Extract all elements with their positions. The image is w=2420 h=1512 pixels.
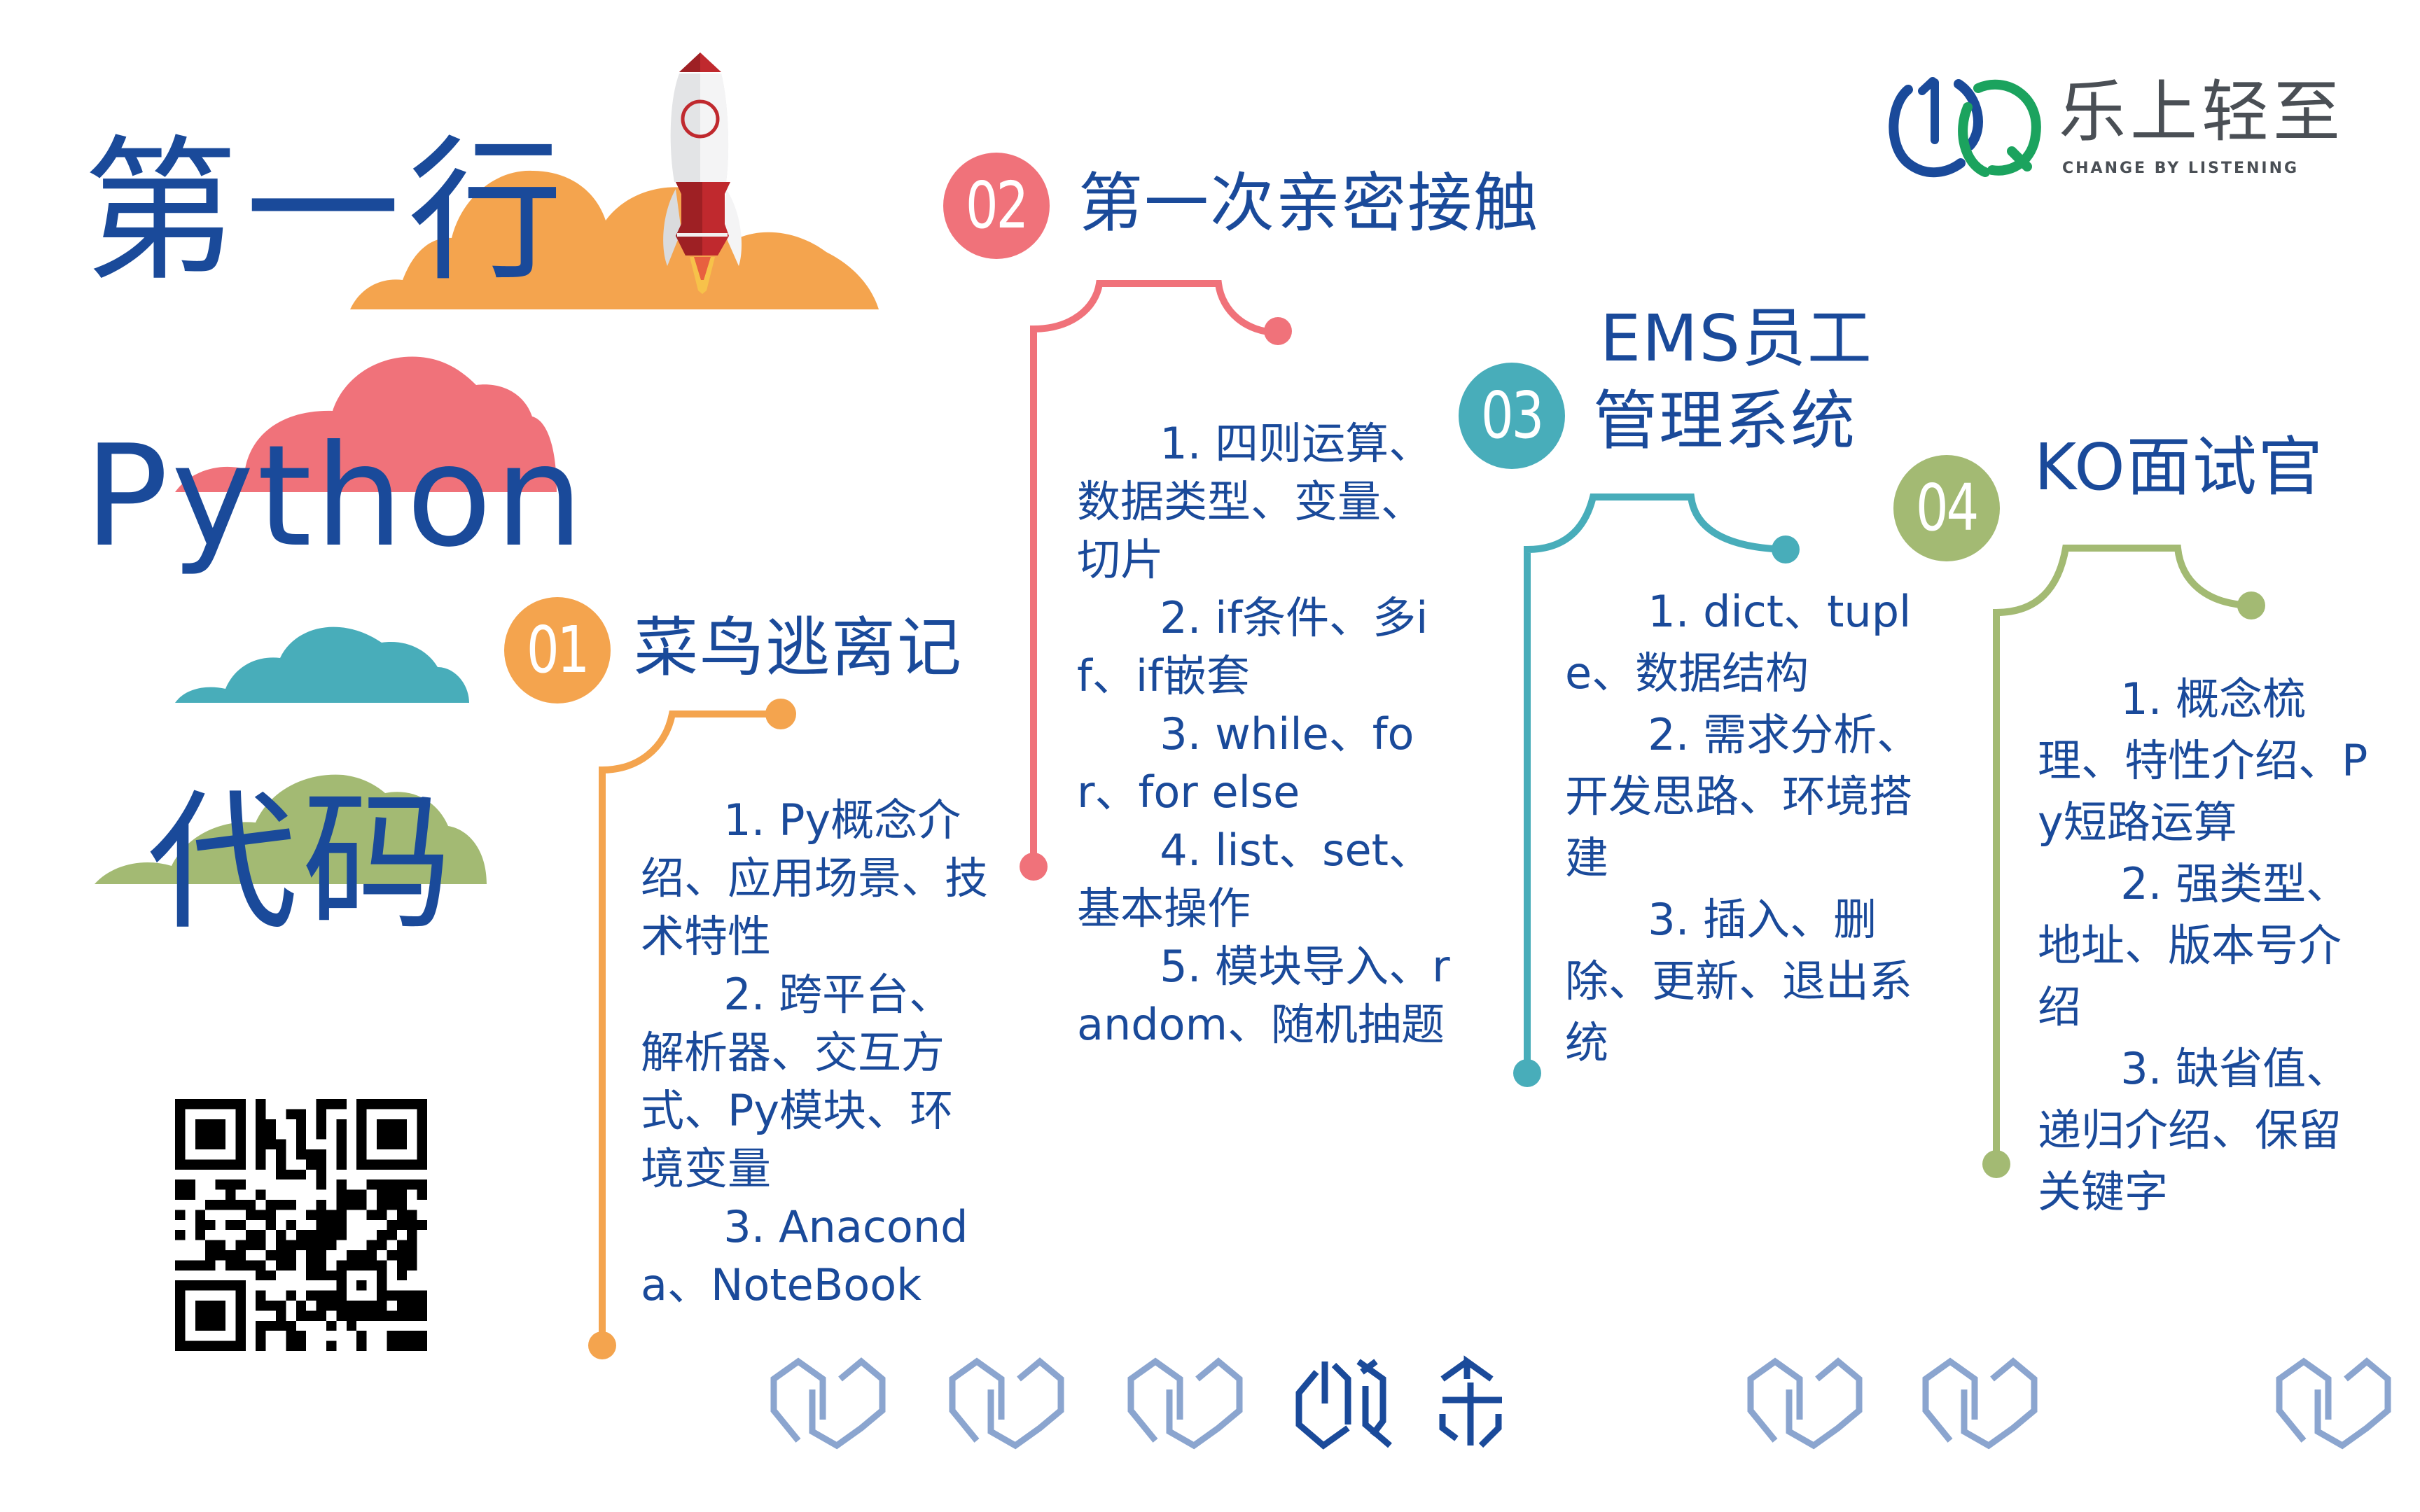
section-04-badge: 04: [1893, 455, 2000, 561]
hero-title-line-1: 第一行: [83, 122, 570, 302]
hexagon-link-icon: [770, 1357, 886, 1450]
oq-le-logo-icon: [1295, 1355, 1502, 1450]
section-04-number: 04: [1916, 470, 1979, 545]
logo-name: 乐上轻至: [2059, 73, 2344, 151]
oq-logo-icon: [1889, 77, 2041, 178]
section-04-bracket: [1982, 545, 2265, 1178]
section-03-content: 1. dict、tuple、数据结构 2. 需求分析、开发思路、环境搭建 3. …: [1565, 586, 1921, 1068]
hexagon-link-icon: [1922, 1357, 2038, 1450]
section-02-badge: 02: [943, 153, 1050, 259]
green-cloud: [95, 774, 487, 884]
section-02-title: 第一次亲密接触: [1078, 166, 1540, 241]
section-04-content: 1. 概念梳理、特性介绍、Py短路运算 2. 强类型、地址、版本号介绍 3. 缺…: [2038, 673, 2368, 1217]
teal-cloud: [175, 626, 469, 703]
orange-cloud: [350, 170, 879, 309]
section-03-badge: 03: [1459, 363, 1565, 469]
section-02-number: 02: [966, 168, 1029, 243]
hexagon-link-icon: [1127, 1357, 1243, 1450]
qr-code-icon[interactable]: [175, 1099, 427, 1351]
section-02-content: 1. 四则运算、数据类型、变量、切片 2. if条件、多if、if嵌套 3. w…: [1077, 418, 1450, 1050]
pink-cloud: [175, 356, 557, 492]
section-01-title: 菜鸟逃离记: [634, 610, 964, 685]
rocket-icon: [663, 52, 742, 294]
section-01-bracket: [588, 699, 796, 1359]
section-03-title-line-1: EMS员工: [1600, 301, 1873, 376]
section-03-title-line-2: 管理系统: [1593, 384, 1857, 458]
section-01-number: 01: [527, 612, 590, 687]
section-04-title: KO面试官: [2034, 430, 2324, 505]
hexagon-link-icon: [1747, 1357, 1863, 1450]
section-01-content: 1. Py概念介绍、应用场景、技术特性 2. 跨平台、解析器、交互方式、Py模块…: [641, 794, 989, 1310]
section-03-number: 03: [1481, 378, 1544, 453]
section-03-bracket: [1513, 493, 1800, 1087]
section-02-bracket: [1020, 280, 1292, 881]
logo-tagline: CHANGE BY LISTENING: [2062, 160, 2300, 177]
hero-title-line-2: Python: [84, 415, 587, 578]
hexagon-link-icon: [949, 1357, 1064, 1450]
section-01-badge: 01: [504, 597, 611, 704]
hero-title-line-3: 代码: [147, 775, 457, 951]
hexagon-link-icon: [2276, 1357, 2391, 1450]
